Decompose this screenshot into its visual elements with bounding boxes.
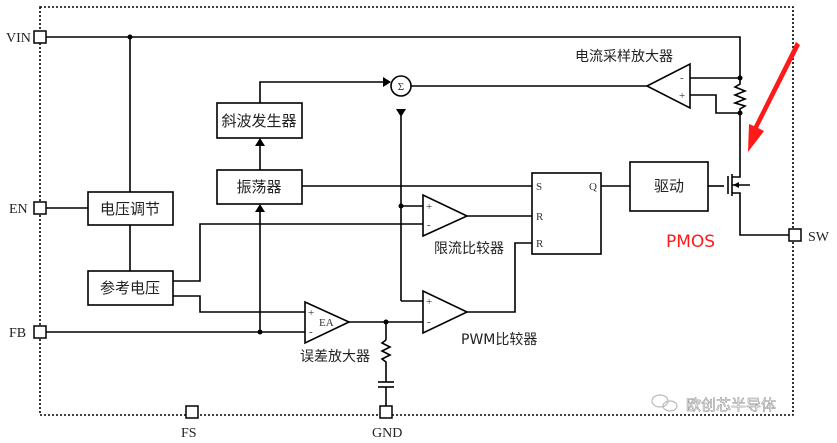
red-arrow-icon (748, 42, 800, 152)
svg-text:SW: SW (808, 230, 830, 245)
svg-text:PWM比较器: PWM比较器 (461, 332, 537, 348)
pin-vin: VIN (6, 30, 47, 46)
svg-text:电压调节: 电压调节 (100, 200, 160, 218)
svg-text:+: + (308, 307, 314, 319)
svg-text:R: R (536, 238, 544, 250)
svg-text:参考电压: 参考电压 (100, 279, 160, 297)
svg-text:误差放大器: 误差放大器 (300, 349, 370, 365)
svg-text:S: S (536, 181, 542, 193)
svg-text:+: + (679, 90, 685, 102)
svg-text:电流采样放大器: 电流采样放大器 (575, 49, 673, 65)
svg-text:-: - (680, 72, 684, 84)
svg-text:FB: FB (9, 326, 26, 341)
svg-text:+: + (426, 296, 432, 308)
svg-text:EA: EA (319, 317, 334, 329)
pmos-annotation: PMOS (666, 42, 800, 252)
current-limit-comparator: + - 限流比较器 (422, 193, 504, 257)
pwm-comparator: + - PWM比较器 (422, 289, 537, 348)
svg-text:VIN: VIN (6, 31, 31, 46)
arrow-up-icon (255, 138, 265, 146)
svg-text:-: - (427, 219, 431, 231)
current-sense-amplifier: - + 电流采样放大器 (575, 49, 691, 110)
summing-node: Σ (390, 75, 412, 97)
wechat-icon (651, 394, 678, 412)
svg-text:-: - (427, 316, 431, 328)
svg-text:-: - (309, 326, 313, 338)
driver-block: 驱动 (629, 161, 709, 212)
svg-text:R: R (536, 211, 544, 223)
ramp-generator-block: 斜波发生器 (216, 102, 303, 139)
reference-voltage-block: 参考电压 (87, 270, 174, 306)
arrow-right-icon (383, 77, 391, 87)
svg-text:驱动: 驱动 (654, 177, 684, 195)
svg-text:GND: GND (372, 426, 402, 441)
junction-dots (127, 34, 743, 335)
pin-sw: SW (788, 228, 830, 245)
error-amplifier: + - EA 误差放大器 (300, 300, 370, 365)
svg-text:Q: Q (589, 181, 597, 193)
svg-text:振荡器: 振荡器 (236, 178, 281, 196)
pin-fs: FS (181, 405, 199, 441)
sr-latch: S R R Q (531, 172, 602, 255)
svg-text:Σ: Σ (398, 81, 404, 93)
pin-gnd: GND (372, 405, 402, 441)
svg-text:+: + (426, 201, 432, 213)
svg-text:限流比较器: 限流比较器 (434, 241, 504, 257)
arrow-up-icon (255, 204, 265, 212)
svg-text:FS: FS (181, 426, 197, 441)
oscillator-block: 振荡器 (216, 169, 303, 205)
pin-fb: FB (9, 325, 47, 341)
pin-en: EN (9, 201, 47, 217)
watermark: 欧创芯半导体 (651, 394, 776, 414)
svg-text:欧创芯半导体: 欧创芯半导体 (686, 396, 776, 414)
svg-text:PMOS: PMOS (666, 232, 715, 252)
arrow-down-icon (396, 109, 406, 117)
svg-text:斜波发生器: 斜波发生器 (221, 112, 296, 130)
svg-text:EN: EN (9, 202, 28, 217)
voltage-regulator-block: 电压调节 (87, 191, 174, 226)
